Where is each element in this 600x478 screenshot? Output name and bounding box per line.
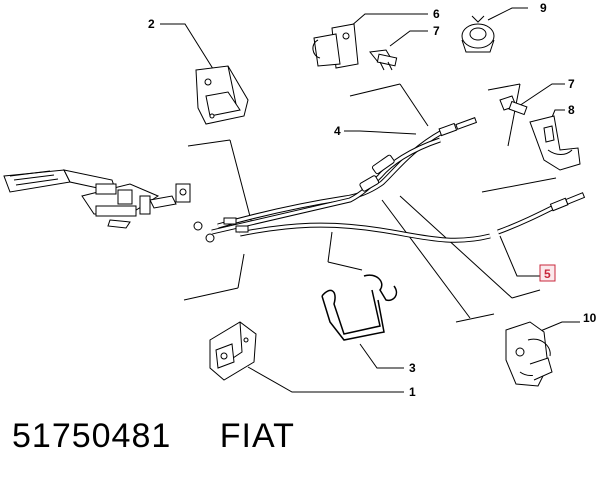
footer-caption: 51750481 FIAT xyxy=(12,417,295,456)
brand-name: FIAT xyxy=(219,417,295,455)
part-number: 51750481 xyxy=(12,417,172,455)
part-3-spring-clip xyxy=(321,274,398,341)
brake-cables xyxy=(193,117,586,243)
hand-brake-lever xyxy=(3,169,191,229)
callout-2: 2 xyxy=(148,17,155,31)
part-9-grommet xyxy=(461,15,495,53)
callout-7-top: 7 xyxy=(433,24,440,38)
cable-4 xyxy=(217,129,444,229)
callout-9: 9 xyxy=(540,1,547,15)
callout-6: 6 xyxy=(433,7,440,21)
callout-10: 10 xyxy=(583,311,597,325)
callout-4: 4 xyxy=(334,124,341,138)
part-1-bracket xyxy=(209,321,257,381)
part-10-bracket xyxy=(505,321,553,387)
part-6-clip xyxy=(312,23,359,69)
callouts: 2 6 7 9 7 8 4 5 3 1 10 xyxy=(148,1,597,399)
callout-1: 1 xyxy=(409,385,416,399)
callout-8: 8 xyxy=(568,103,575,117)
callout-5-highlighted: 5 xyxy=(539,264,556,282)
section-lines xyxy=(183,83,557,323)
callout-7-right: 7 xyxy=(568,77,575,91)
svg-text:5: 5 xyxy=(544,267,551,281)
callout-3: 3 xyxy=(409,361,416,375)
part-7-bolt-right xyxy=(499,95,528,116)
part-8-clamp xyxy=(529,115,581,171)
part-2-bracket xyxy=(195,65,249,125)
part-7-bolt-top xyxy=(369,49,398,71)
